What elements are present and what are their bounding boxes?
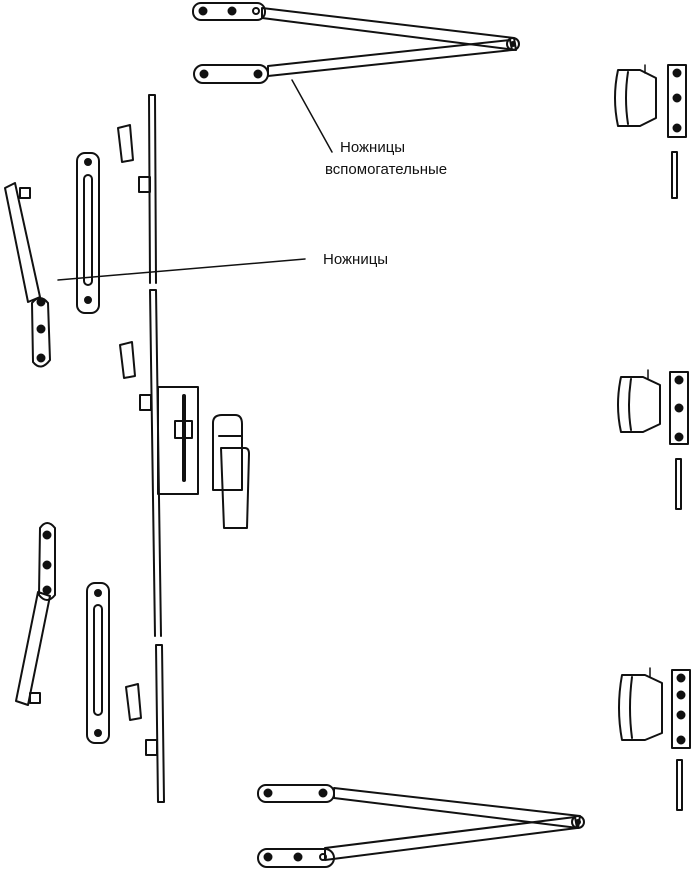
hinge-top xyxy=(614,64,687,199)
hinge-bottom xyxy=(618,667,691,811)
bottom-scissors-upper-arm xyxy=(333,787,581,829)
top-auxiliary-scissors xyxy=(192,2,520,84)
bottom-scissors xyxy=(257,784,585,868)
left-lower-lug xyxy=(29,692,41,704)
left-upper-plate xyxy=(31,297,51,368)
left-corner-scissors-lower xyxy=(15,522,56,706)
hinge-bottom-plate xyxy=(671,669,691,749)
left-lower-arm xyxy=(15,591,51,706)
centre-gearbox xyxy=(157,386,199,495)
handle-grip xyxy=(220,447,250,529)
top-scissors-hole xyxy=(252,7,260,15)
hinge-middle-pin xyxy=(675,458,682,510)
top-scissors-lower-bracket xyxy=(193,64,269,84)
top-scissors-hole xyxy=(227,6,237,16)
bottom-scissors-lower-bracket xyxy=(257,848,335,868)
aux-scissors-label-line2: вспомогательные xyxy=(325,161,447,178)
hinge-top-plate xyxy=(667,64,687,138)
gearbox-block xyxy=(174,420,193,439)
espagnolette-bar xyxy=(138,94,165,803)
bar-segment-middle xyxy=(149,289,162,637)
left-lower-plate xyxy=(38,522,56,601)
window-handle xyxy=(212,414,250,529)
labels: Ножницы вспомогательные Ножницы xyxy=(323,139,447,268)
striker-plate-lower xyxy=(86,582,110,744)
striker-plate-upper xyxy=(76,152,100,314)
top-scissors-hole xyxy=(253,69,263,79)
left-corner-scissors-upper xyxy=(4,182,51,368)
hinge-middle xyxy=(617,369,689,510)
bar-lug xyxy=(139,394,152,411)
handle-rosette xyxy=(212,414,243,491)
hinge-middle-plate xyxy=(669,371,689,445)
keeper-top xyxy=(117,124,134,163)
top-scissors-upper-bracket xyxy=(192,2,266,21)
left-upper-lug xyxy=(19,187,31,199)
hinge-bottom-body xyxy=(618,674,663,741)
striker-keepers xyxy=(117,124,142,721)
aux-scissors-leader xyxy=(291,79,333,153)
hinge-top-body xyxy=(614,69,657,127)
bar-segment-bottom xyxy=(155,644,165,803)
top-scissors-hole xyxy=(198,6,208,16)
hinge-bottom-curve xyxy=(629,676,633,739)
keeper-middle xyxy=(119,341,136,379)
hinge-middle-body xyxy=(617,376,661,433)
bar-lug xyxy=(145,739,158,756)
gearbox-plate xyxy=(157,386,199,495)
hinge-top-pin xyxy=(671,151,678,199)
hinge-bottom-pin xyxy=(676,759,683,811)
bar-lug xyxy=(138,176,151,193)
top-scissors-hole xyxy=(199,69,209,79)
scissors-label: Ножницы xyxy=(323,251,388,268)
left-upper-arm xyxy=(4,182,41,303)
keeper-bottom xyxy=(125,683,142,721)
aux-scissors-label-line1: Ножницы xyxy=(340,139,405,156)
scissors-leader xyxy=(57,258,306,281)
hinge-top-curve xyxy=(625,71,629,125)
hinge-middle-curve xyxy=(628,378,632,431)
